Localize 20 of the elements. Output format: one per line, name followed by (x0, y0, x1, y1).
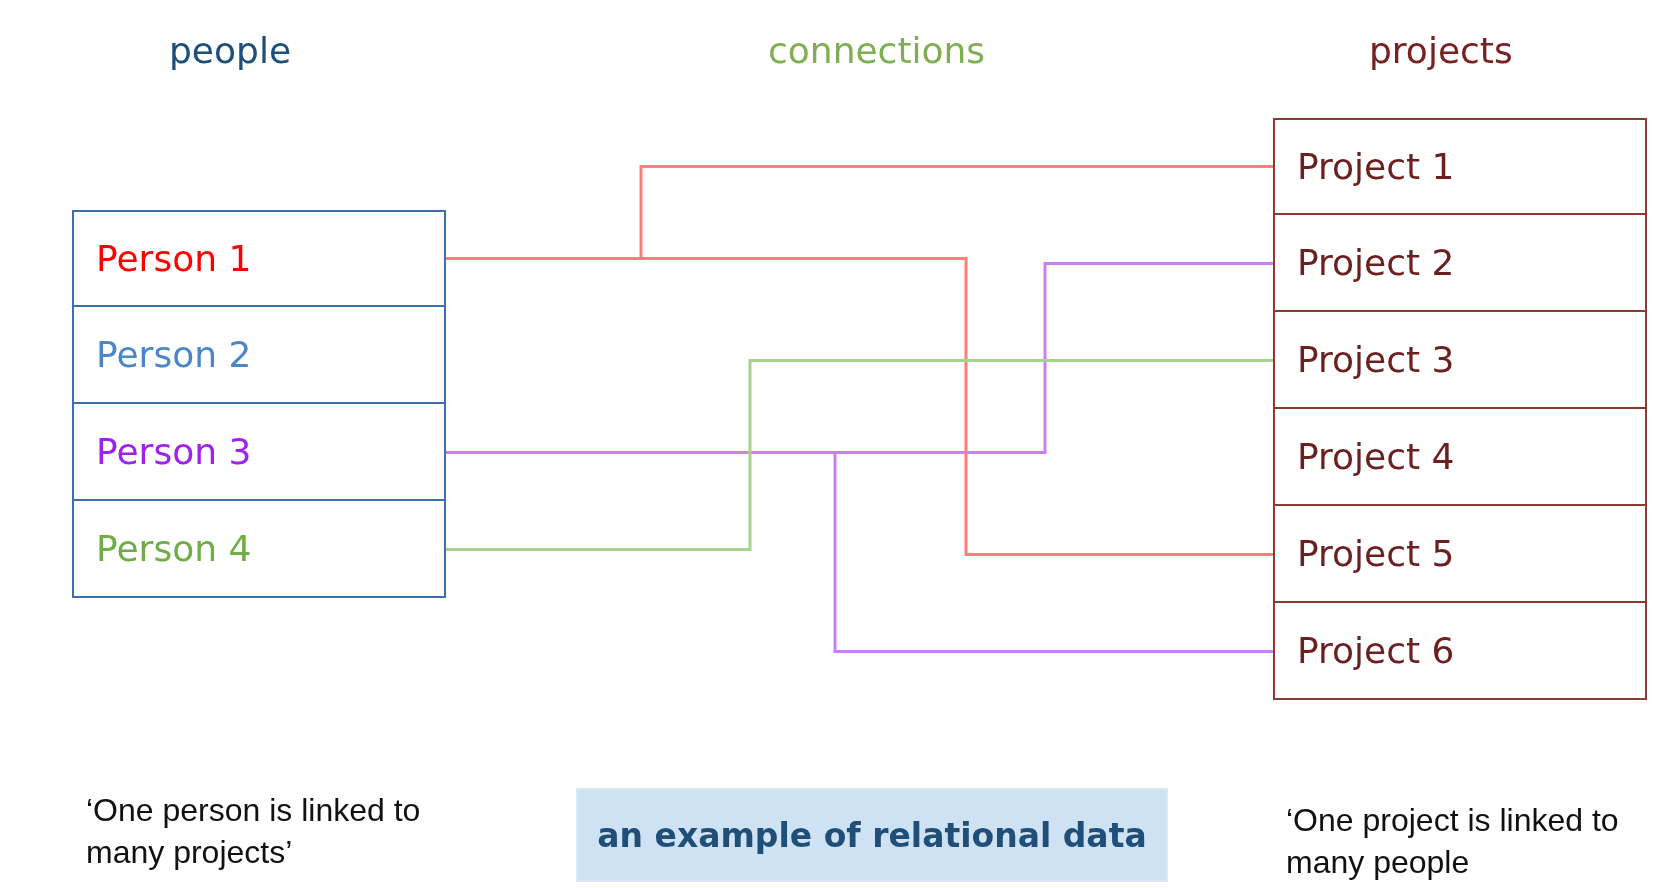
caption-banner (576, 788, 1168, 882)
column-heading: projects (1369, 30, 1513, 71)
quote-text: ‘One project is linked to many people (1286, 801, 1620, 882)
project-row: Project 2 (1273, 215, 1647, 312)
connector-line (446, 359, 1273, 551)
project-row: Project 1 (1273, 118, 1647, 215)
column-heading: connections (768, 29, 987, 73)
person-row: Person 1 (72, 210, 446, 307)
quote-text: ‘One person is linked to many projects’ (86, 791, 422, 872)
person-row: Person 4 (72, 501, 446, 598)
person-row: Person 2 (72, 307, 446, 404)
person-row: Person 3 (72, 404, 446, 501)
connector-line (446, 451, 1273, 653)
connector-line (446, 257, 1273, 556)
project-row: Project 3 (1273, 312, 1647, 409)
project-row: Project 5 (1273, 506, 1647, 603)
column-heading: people (169, 30, 292, 71)
caption-text: an example of relational data (597, 815, 1147, 855)
project-row: Project 4 (1273, 409, 1647, 506)
project-row: Project 6 (1273, 603, 1647, 700)
